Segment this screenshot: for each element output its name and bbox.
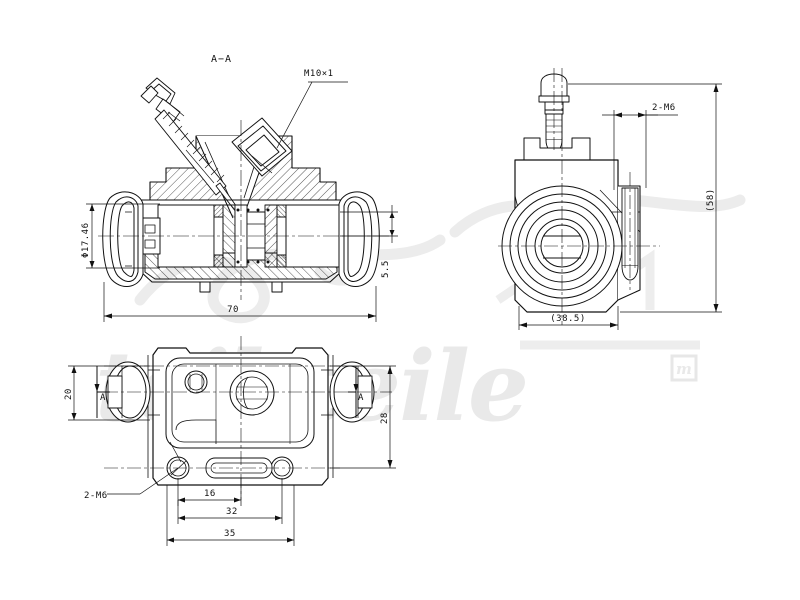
dimension-side-width-label: (38.5)	[550, 314, 586, 324]
side-view	[498, 68, 660, 325]
dimension-front-16-label: 16	[204, 489, 216, 499]
dimension-front-35	[166, 485, 295, 546]
section-view-a-a	[98, 77, 390, 300]
dimension-side-width	[518, 306, 619, 330]
section-mark-right-label: A	[358, 393, 364, 403]
dimension-overall-length	[103, 282, 377, 322]
callout-thread-m10-label: M10×1	[304, 69, 334, 79]
dimension-front-upper-height	[68, 365, 150, 421]
bleeder-screw-assembly	[140, 77, 240, 213]
callout-thread-m10	[276, 81, 348, 149]
inlet-port-m10	[231, 117, 293, 177]
dimension-front-32-label: 32	[226, 507, 238, 517]
front-right-boss	[229, 370, 275, 416]
front-view	[104, 336, 392, 500]
dimension-side-m6-label: 2-M6	[652, 103, 676, 113]
dust-boot-right	[338, 191, 380, 288]
dimension-side-height-label: (58)	[706, 188, 716, 212]
section-label-a-a: A−A	[211, 54, 232, 65]
dimension-side-height	[568, 83, 722, 313]
section-mark-left	[94, 366, 110, 418]
callout-front-m6	[107, 441, 182, 495]
dimension-offset-height	[340, 205, 398, 243]
dimension-offset-height-label: 5.5	[381, 260, 391, 278]
watermark-registered-mark: m	[676, 360, 692, 378]
section-mark-right	[348, 366, 359, 418]
dimension-front-lower-height-label: 28	[380, 412, 390, 424]
dimension-bore-diameter	[86, 203, 160, 269]
dimension-side-m6	[602, 110, 678, 190]
dimension-overall-length-label: 70	[227, 305, 239, 315]
dimension-front-upper-height-label: 20	[64, 388, 74, 400]
dimension-front-35-label: 35	[224, 529, 236, 539]
dimension-bore-diameter-label: Φ17.46	[81, 222, 91, 258]
section-mark-left-label: A	[100, 393, 106, 403]
dimension-front-lower-height	[330, 365, 396, 469]
dimension-front-32	[177, 478, 283, 524]
callout-front-m6-label: 2-M6	[84, 491, 108, 501]
front-left-boss	[184, 370, 208, 394]
dust-boot-left	[102, 191, 144, 288]
